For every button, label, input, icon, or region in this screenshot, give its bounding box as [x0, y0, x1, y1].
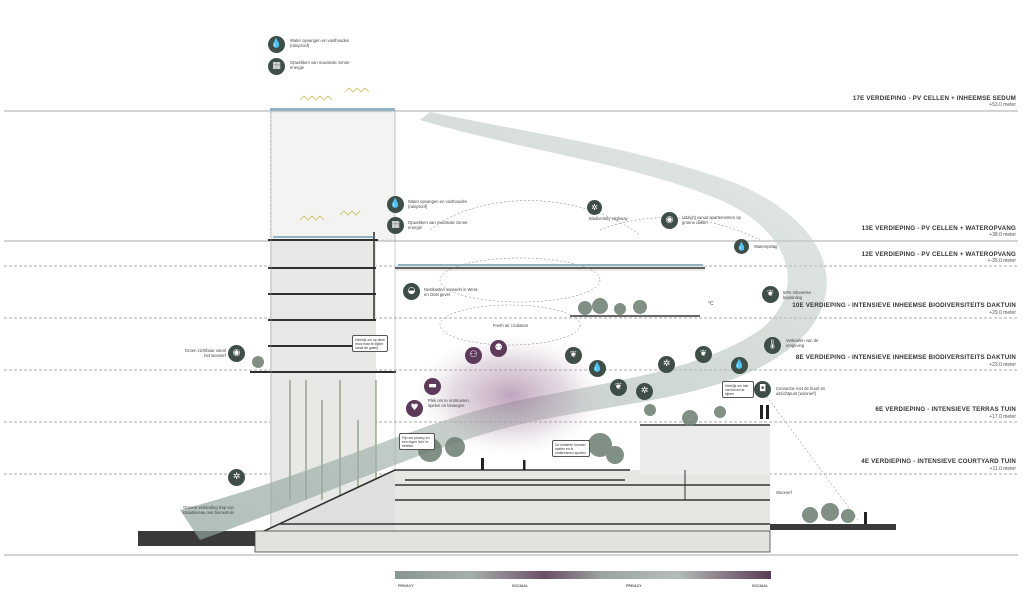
- speech-bubble-kids: De kinderen kunnen spelen en ik ondertus…: [552, 440, 590, 457]
- level-height-6: +17.0 meter: [989, 414, 1016, 420]
- annotation-water-storage: Wateropslag: [754, 244, 778, 249]
- bee-icon: ✲: [636, 383, 653, 400]
- annotation-fresh-air: Fresh air ciculation: [493, 323, 529, 328]
- social-core-glow: [415, 335, 605, 455]
- annotation-green-link: Groene verbinding trap van straatniveau …: [182, 505, 234, 515]
- level-title-6: 6E VERDIEPING - INTENSIEVE TERRAS TUIN: [875, 406, 1016, 413]
- annotation-woonerf: Woonerf: [776, 490, 792, 495]
- speech-bubble-gallery: Heerlijk om op deze mooi man te kijken v…: [352, 335, 388, 352]
- annotation-water-top: Water opvangen en vasthouden (rainproof): [290, 38, 350, 48]
- level-height-17: +53.0 meter: [989, 102, 1016, 108]
- level-height-12: +-35.0 meter: [987, 258, 1017, 264]
- level-title-17: 17E VERDIEPING - PV CELLEN + INHEEMSE SE…: [852, 95, 1016, 102]
- level-title-4: 4E VERDIEPING - INTENSIEVE COURTYARD TUI…: [861, 458, 1016, 465]
- level-height-4: +11.0 meter: [989, 466, 1016, 472]
- podium: [138, 265, 896, 553]
- plant-icon: ❦: [565, 347, 582, 364]
- bee-icon: ✲: [658, 356, 675, 373]
- level-title-13: 13E VERDIEPING - PV CELLEN + WATEROPVANG: [861, 225, 1016, 232]
- water-drop-icon: 💧: [268, 36, 285, 53]
- family-icon: ⚇: [465, 347, 482, 364]
- bee-icon: ✲: [587, 200, 602, 215]
- plant-icon: ❦: [695, 346, 712, 363]
- air-circulation-loops: [429, 200, 859, 521]
- level-height-8: +23.0 meter: [989, 362, 1016, 368]
- annotation-biodiversity: Biodiversity Highway: [589, 216, 628, 221]
- trees: [252, 298, 855, 523]
- bird-nest-icon: ◒: [403, 283, 420, 300]
- annotation-solar-top: Opwekken van maximale zonne-energie: [290, 60, 351, 70]
- dumbbell-icon: ▬: [424, 378, 441, 395]
- speech-bubble-view: Heerlijk om hier van boven te kijken: [722, 381, 754, 398]
- privacy-social-legend-bar: [395, 571, 771, 579]
- legend-label-social-1: SOCIAAL: [512, 584, 529, 588]
- solar-panel-icon: ▦: [387, 217, 404, 234]
- water-drop-icon: 💧: [734, 239, 749, 254]
- level-height-10: +29.0 meter: [989, 310, 1016, 316]
- annotation-connection: Connectie met de buurt en uitzichtpunt (…: [776, 386, 826, 396]
- level-title-10: 10E VERDIEPING - INTENSIEVE INHEEMSE BIO…: [792, 302, 1016, 309]
- rain-squiggles: [299, 87, 370, 221]
- thermometer-icon: 🌡: [764, 337, 781, 354]
- plant-icon: ❦: [610, 379, 627, 396]
- people: [481, 405, 867, 524]
- water-drop-icon: 💧: [387, 196, 404, 213]
- legend-label-social-2: SOCIAAL: [752, 584, 769, 588]
- solar-panel-icon: ▦: [268, 58, 285, 75]
- annotation-nest-boxes: Nestkasten verwerkt in West- en Oost gev…: [424, 287, 479, 297]
- speech-bubble-privacy: Fijn om privacy en een eigen 'tuin' te h…: [399, 433, 435, 450]
- eye-icon: ◉: [228, 345, 245, 362]
- eye-icon: ◉: [661, 212, 678, 229]
- temperature-unit: °C: [708, 301, 714, 307]
- annotation-green-visible: Groen zichtbaar vanaf het woonerf: [184, 348, 226, 358]
- level-title-12: 12E VERDIEPING - PV CELLEN + WATEROPVANG: [861, 251, 1016, 258]
- plant-icon: ❦: [762, 286, 779, 303]
- bee-icon: ✲: [228, 469, 245, 486]
- water-drop-icon: 💧: [731, 357, 748, 374]
- annotation-native-planting: 50% Inheemse beplanting: [783, 290, 811, 300]
- annotation-view-apartments: Uitzicht vanuit apartementen op groene d…: [682, 215, 741, 225]
- family-icon: ⚉: [490, 340, 507, 357]
- level-title-8: 8E VERDIEPING - INTENSIEVE INHEEMSE BIOD…: [795, 354, 1016, 361]
- annotation-solar-mid: Opwekken van maximale zonne-energie: [408, 220, 469, 230]
- annotation-cooling: Verkoelen van de omgeving: [786, 338, 819, 348]
- legend-label-privacy-1: PRIVACY: [398, 584, 414, 588]
- annotation-water-mid: Water opvangen en vasthouden (rainproof): [408, 199, 468, 209]
- annotation-place-meet: Plek om te ontmoeten, spelen en bewegen: [428, 398, 470, 408]
- level-height-13: +38.0 meter: [989, 232, 1016, 238]
- camera-icon: ◘: [754, 381, 771, 398]
- heart-icon: ♥: [406, 400, 423, 417]
- legend-label-privacy-2: PRIVACY: [626, 584, 642, 588]
- water-drop-icon: 💧: [589, 360, 606, 377]
- biodiversity-ribbon: [180, 112, 827, 540]
